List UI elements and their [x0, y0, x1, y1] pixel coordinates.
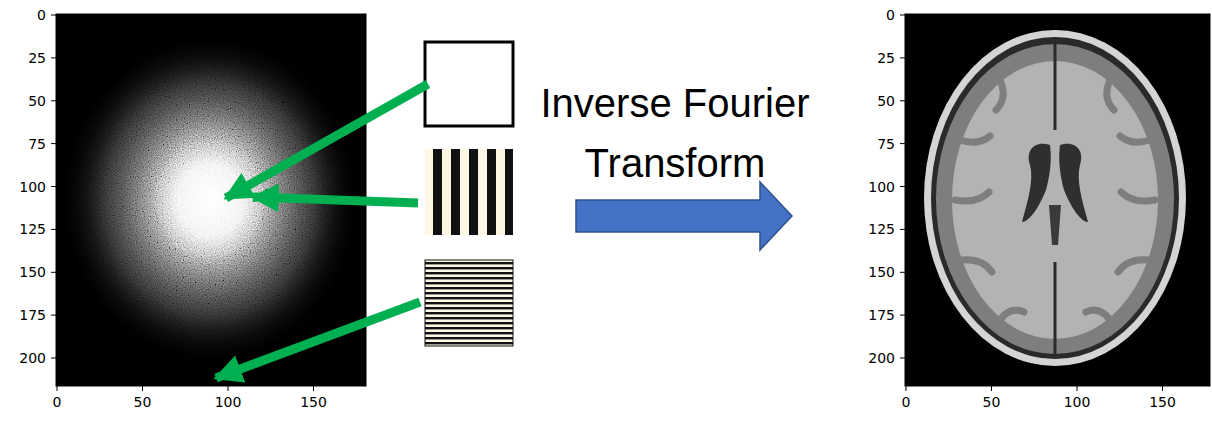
axis-tick-label: 100 [215, 394, 242, 410]
axis-tick-label: 150 [19, 264, 46, 280]
tick-marks [51, 15, 314, 391]
green-arrows [216, 84, 428, 378]
axis-tick-label: 50 [134, 394, 152, 410]
process-caption: Inverse Fourier Transform [520, 73, 830, 193]
axis-tick-label: 50 [983, 394, 1001, 410]
axis-tick-label: 25 [28, 50, 46, 66]
transform-arrow [576, 182, 792, 250]
brain-image [905, 14, 1210, 386]
axis-tick-label: 0 [902, 394, 911, 410]
axis-tick-label: 175 [868, 307, 895, 323]
axis-tick-label: 25 [877, 50, 895, 66]
axis-tick-label: 0 [37, 7, 46, 23]
axis-tick-label: 150 [868, 264, 895, 280]
axis-tick-label: 0 [886, 7, 895, 23]
tick-marks [900, 15, 1163, 391]
axis-tick-label: 100 [868, 179, 895, 195]
axis-tick-label: 100 [1064, 394, 1091, 410]
axis-tick-label: 150 [1149, 394, 1176, 410]
constant-pattern [425, 42, 513, 126]
horizontal-stripes [425, 260, 513, 346]
axis-tick-label: 150 [300, 394, 327, 410]
axis-tick-label: 200 [868, 350, 895, 366]
axis-tick-label: 50 [28, 93, 46, 109]
axis-tick-label: 175 [19, 307, 46, 323]
axis-tick-label: 50 [877, 93, 895, 109]
axes-frame [905, 14, 1210, 386]
axis-tick-label: 125 [868, 221, 895, 237]
axis-tick-label: 75 [877, 136, 895, 152]
axis-tick-label: 75 [28, 136, 46, 152]
vertical-stripes [425, 149, 513, 235]
axis-tick-label: 125 [19, 221, 46, 237]
axis-tick-label: 0 [53, 394, 62, 410]
axis-tick-label: 100 [19, 179, 46, 195]
axis-tick-label: 200 [19, 350, 46, 366]
